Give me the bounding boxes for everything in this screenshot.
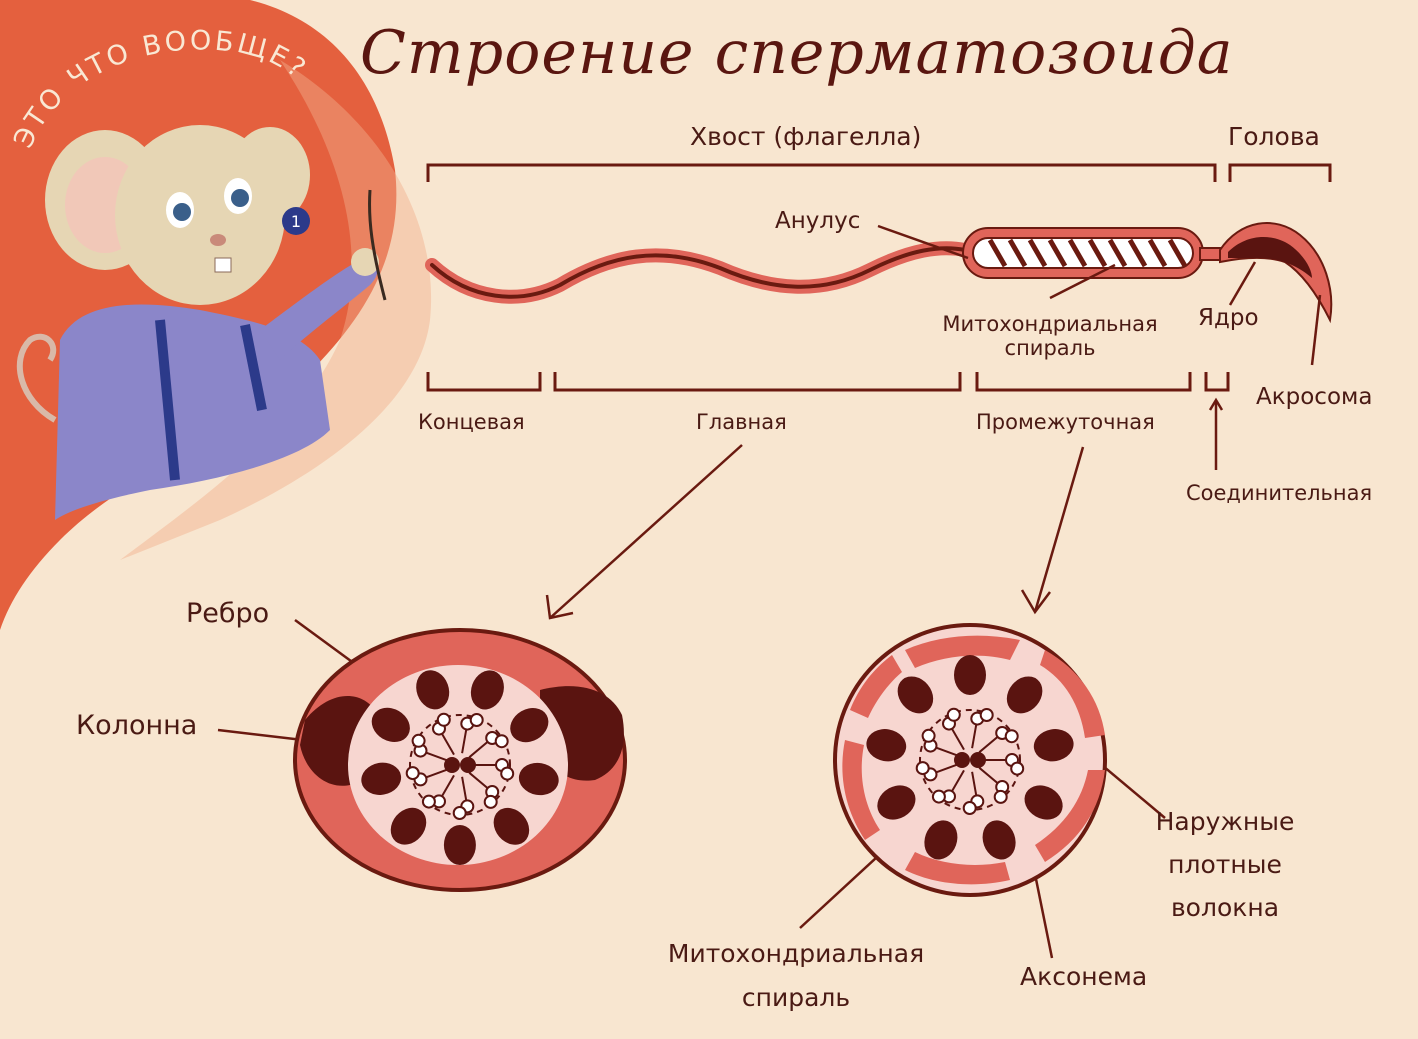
label-mito-spiral-top-line1: Митохондриальная	[942, 312, 1158, 336]
label-end-piece: Концевая	[418, 410, 525, 434]
doublet-b	[483, 794, 498, 809]
outer-dense-fiber	[416, 670, 450, 710]
label-outer-dense-line2: плотные	[1168, 850, 1282, 879]
outer-dense-fiber	[1006, 676, 1043, 714]
piece-brackets	[426, 372, 1230, 392]
right-axoneme	[915, 707, 1025, 815]
doublet-b	[500, 766, 515, 781]
outer-dense-fiber	[954, 655, 986, 695]
outer-dense-fiber	[470, 670, 504, 710]
label-main-piece: Главная	[696, 410, 787, 434]
label-outer-dense-fibers: Наружные плотные волокна	[1130, 800, 1320, 929]
label-mito-spiral-top: Митохондриальная спираль	[930, 312, 1170, 360]
central-pair-right	[460, 757, 476, 773]
label-mito-spiral-bottom: Митохондриальная спираль	[636, 932, 956, 1020]
label-tail: Хвост (флагелла)	[690, 122, 922, 151]
mito-spiral-band	[972, 237, 1194, 269]
doublet-b	[421, 794, 436, 809]
doublet-b	[494, 734, 509, 749]
doublet-b	[452, 806, 467, 820]
head-bracket	[1228, 163, 1332, 182]
doublet-b	[921, 728, 936, 743]
mito-spiral-coils	[987, 238, 1188, 268]
badge-number: 1	[291, 212, 301, 231]
outer-dense-fiber	[866, 729, 907, 762]
label-outer-dense-line1: Наружные	[1155, 807, 1295, 836]
outer-dense-fiber	[371, 707, 410, 742]
outer-dense-fiber	[877, 785, 916, 820]
outer-dense-fiber	[361, 762, 402, 795]
outer-dense-fiber	[1024, 785, 1063, 820]
doublet-b	[411, 733, 426, 748]
doublet-b	[979, 708, 994, 722]
outer-dense-fiber	[982, 820, 1016, 860]
outer-dense-fiber	[897, 676, 934, 714]
label-annulus: Анулус	[775, 208, 861, 234]
doublet-b	[469, 713, 484, 727]
label-column: Колонна	[76, 710, 198, 741]
central-pair-right	[970, 752, 986, 768]
doublet-b	[436, 712, 451, 727]
doublet-b	[946, 707, 961, 722]
outer-dense-fiber	[518, 762, 559, 796]
outer-dense-fiber	[924, 820, 958, 860]
label-rib: Ребро	[186, 598, 270, 629]
doublet-b	[915, 761, 930, 776]
outer-dense-fiber	[443, 825, 476, 865]
outer-dense-fiber	[390, 807, 427, 845]
label-head: Голова	[1228, 122, 1320, 151]
right-cross-section-blobs	[866, 655, 1074, 860]
label-outer-dense-line3: волокна	[1170, 893, 1280, 922]
label-mid-piece: Промежуточная	[976, 410, 1155, 434]
page-title: Строение сперматозоида	[360, 18, 1234, 88]
doublet-b	[405, 766, 420, 781]
label-connecting-piece: Соединительная	[1186, 481, 1373, 505]
doublet-b	[962, 801, 977, 815]
label-mito-spiral-bottom-line1: Митохондриальная	[667, 939, 925, 968]
doublet-b	[1010, 761, 1025, 776]
orange-background-glow	[120, 60, 432, 560]
central-pair-left	[954, 752, 970, 768]
sperm-head-nucleus	[1228, 236, 1312, 278]
central-pair-left	[444, 757, 460, 773]
mouse-illustration	[16, 125, 387, 520]
label-nucleus: Ядро	[1198, 305, 1259, 331]
tail-bracket	[426, 163, 1217, 182]
outer-dense-fiber	[1033, 729, 1074, 762]
doublet-b	[931, 789, 946, 804]
label-acrosome: Акросома	[1256, 384, 1373, 410]
label-mito-spiral-top-line2: спираль	[1004, 336, 1096, 360]
outer-dense-fiber	[493, 807, 530, 845]
flagellum-outer	[425, 241, 972, 304]
badge-circle	[282, 207, 310, 235]
outer-dense-fiber	[510, 708, 549, 743]
flagellum-inner	[430, 246, 967, 299]
label-mito-spiral-bottom-line2: спираль	[741, 983, 851, 1012]
left-axoneme	[405, 712, 515, 820]
doublet-b	[1004, 729, 1019, 744]
label-axoneme: Аксонема	[1020, 962, 1148, 991]
doublet-b	[993, 789, 1008, 804]
left-cross-section-blobs	[361, 670, 559, 865]
